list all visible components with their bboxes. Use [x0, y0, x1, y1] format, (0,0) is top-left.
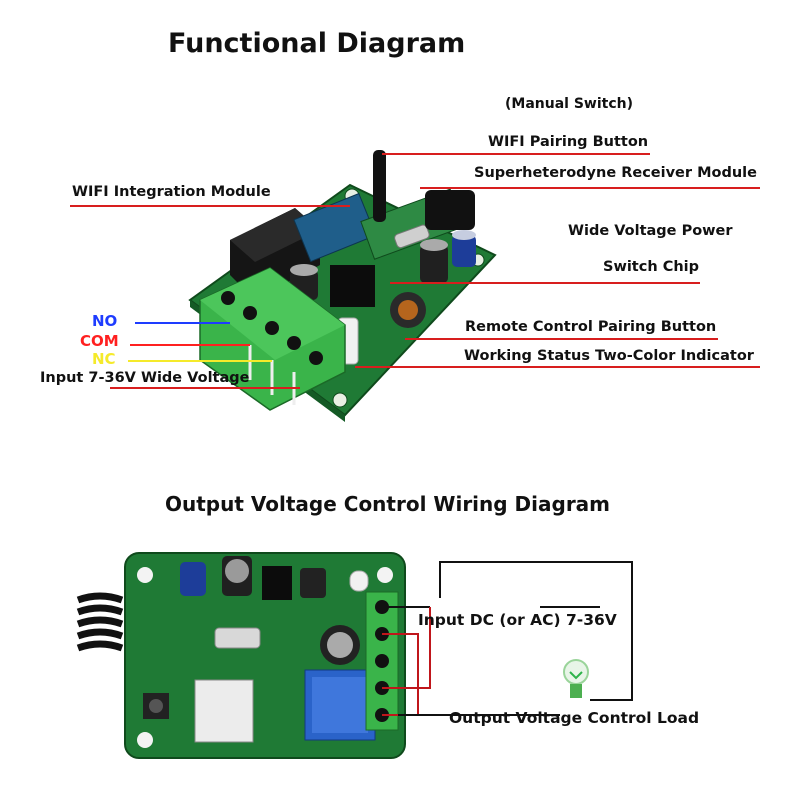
top-leader-lines	[70, 153, 760, 389]
label-input-dc: Input DC (or AC) 7-36V	[418, 611, 617, 629]
bottom-relay	[304, 669, 376, 741]
label-manual-switch: (Manual Switch)	[505, 96, 634, 112]
wiring-title: Output Voltage Control Wiring Diagram	[165, 492, 611, 516]
terminal-wires	[128, 322, 272, 362]
wiring-lines	[382, 561, 633, 716]
functional-title: Functional Diagram	[168, 28, 466, 59]
coil-antenna	[76, 592, 124, 652]
label-remote-pairing: Remote Control Pairing Button	[465, 319, 717, 335]
terminal-no: NO	[92, 312, 118, 330]
inductor	[398, 300, 418, 320]
label-wifi-module: WIFI Integration Module	[72, 184, 271, 200]
label-wide-power: Wide Voltage Power	[568, 223, 733, 239]
label-input-voltage: Input 7-36V Wide Voltage	[40, 370, 250, 386]
label-receiver: Superheterodyne Receiver Module	[474, 165, 757, 181]
bottom-pcb-board	[76, 552, 406, 759]
bottom-terminal-block	[365, 591, 399, 731]
label-wifi-pairing: WIFI Pairing Button	[488, 134, 649, 150]
antenna	[373, 150, 386, 222]
label-output-load: Output Voltage Control Load	[449, 709, 700, 727]
top-pcb-board	[188, 150, 497, 422]
crystal	[394, 224, 430, 249]
coil	[425, 190, 475, 230]
switch-chip	[330, 265, 375, 307]
terminal-nc: NC	[92, 350, 116, 368]
load-bulb-icon	[563, 659, 589, 698]
terminal-com: COM	[80, 332, 119, 350]
label-status-indicator: Working Status Two-Color Indicator	[464, 348, 754, 364]
top-terminal-block	[199, 267, 346, 411]
label-switch-chip: Switch Chip	[603, 259, 700, 275]
